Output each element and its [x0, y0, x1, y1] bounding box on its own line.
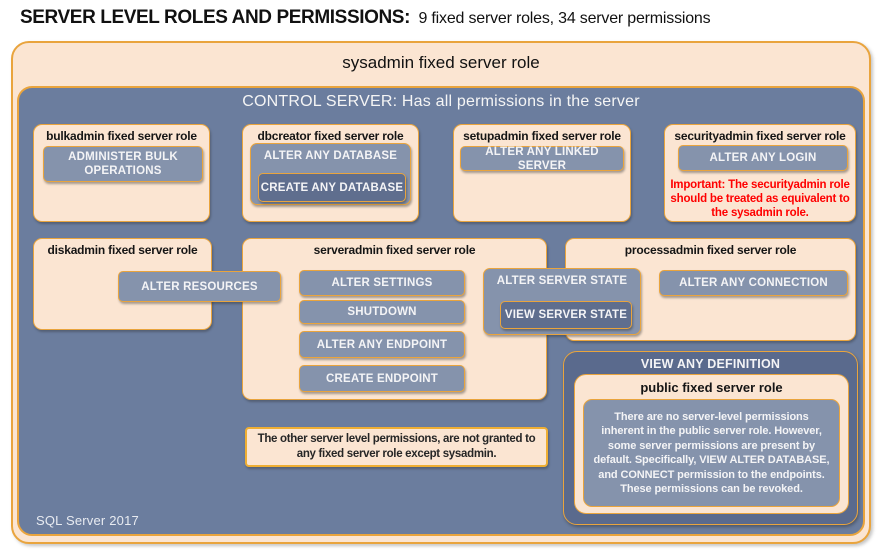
- permission-alter-any-login: ALTER ANY LOGIN: [678, 145, 848, 171]
- control-server-title: CONTROL SERVER: Has all permissions in t…: [242, 93, 640, 110]
- permission-alter-resources: ALTER RESOURCES: [118, 271, 281, 302]
- view-any-definition-box: VIEW ANY DEFINITION public fixed server …: [563, 351, 858, 525]
- other-permissions-note: The other server level permissions, are …: [245, 427, 548, 467]
- processadmin-role-title: processadmin fixed server role: [624, 243, 797, 257]
- public-role-description: There are no server-level permissions in…: [583, 399, 840, 507]
- sql-server-version-label: SQL Server 2017: [36, 513, 139, 528]
- permission-create-endpoint: CREATE ENDPOINT: [299, 365, 465, 392]
- public-role-box: public fixed server role There are no se…: [574, 374, 849, 514]
- serveradmin-role-title: serveradmin fixed server role: [313, 243, 476, 257]
- permission-alter-any-linked-server: ALTER ANY LINKED SERVER: [460, 146, 624, 172]
- permission-view-server-state: VIEW SERVER STATE: [500, 301, 632, 329]
- permission-alter-any-database-group: ALTER ANY DATABASE CREATE ANY DATABASE: [250, 143, 411, 205]
- securityadmin-important-note: Important: The securityadmin role should…: [670, 179, 850, 219]
- securityadmin-role-box: securityadmin fixed server role: [664, 124, 856, 222]
- setupadmin-role-title: setupadmin fixed server role: [463, 129, 621, 143]
- permission-alter-any-database: ALTER ANY DATABASE: [263, 150, 398, 162]
- permission-alter-any-endpoint: ALTER ANY ENDPOINT: [299, 331, 465, 358]
- permission-alter-settings: ALTER SETTINGS: [299, 270, 465, 296]
- page-title-suffix: 9 fixed server roles, 34 server permissi…: [418, 10, 711, 27]
- public-role-title: public fixed server role: [640, 380, 783, 395]
- page-title-main: SERVER LEVEL ROLES AND PERMISSIONS:: [20, 7, 411, 28]
- permission-alter-server-state-group: ALTER SERVER STATE VIEW SERVER STATE: [483, 268, 641, 335]
- permission-administer-bulk-operations: ADMINISTER BULK OPERATIONS: [43, 146, 203, 182]
- sysadmin-role-title: sysadmin fixed server role: [342, 53, 540, 72]
- diskadmin-role-title: diskadmin fixed server role: [47, 243, 198, 257]
- bulkadmin-role-title: bulkadmin fixed server role: [46, 129, 197, 143]
- permission-alter-any-connection: ALTER ANY CONNECTION: [659, 270, 848, 296]
- permission-view-any-definition: VIEW ANY DEFINITION: [640, 357, 781, 371]
- dbcreator-role-title: dbcreator fixed server role: [257, 129, 404, 143]
- securityadmin-role-title: securityadmin fixed server role: [674, 129, 846, 143]
- permission-create-any-database: CREATE ANY DATABASE: [258, 173, 406, 202]
- page-title: SERVER LEVEL ROLES AND PERMISSIONS: 9 fi…: [20, 7, 870, 29]
- permission-shutdown: SHUTDOWN: [299, 300, 465, 324]
- permission-alter-server-state: ALTER SERVER STATE: [496, 275, 628, 287]
- setupadmin-role-box: setupadmin fixed server role: [453, 124, 631, 222]
